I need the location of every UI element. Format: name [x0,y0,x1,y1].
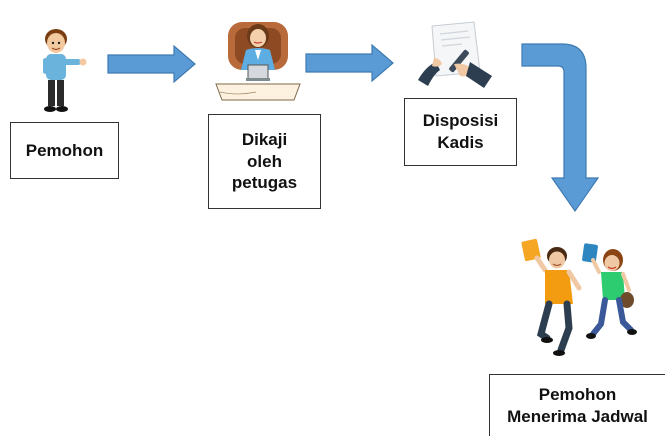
arrow-right-2 [305,43,394,83]
step-label-menerima: Pemohon Menerima Jadwal [507,384,648,426]
arrow-bent-down [521,43,600,213]
step-label-dikaji: Dikaji oleh petugas [231,129,298,193]
step-box-disposisi: Disposisi Kadis [404,98,517,166]
step-label-pemohon: Pemohon [25,140,104,160]
step-box-pemohon: Pemohon [10,122,119,179]
happy-students-icon [519,238,637,368]
step-box-dikaji: Dikaji oleh petugas [208,114,321,209]
arrow-right-1 [107,44,196,84]
signing-document-icon [410,18,494,90]
step-box-menerima: Pemohon Menerima Jadwal [489,374,665,436]
step-label-disposisi: Disposisi Kadis [422,111,499,152]
applicant-boy-icon [36,25,98,117]
officer-at-laptop-icon [208,10,308,110]
